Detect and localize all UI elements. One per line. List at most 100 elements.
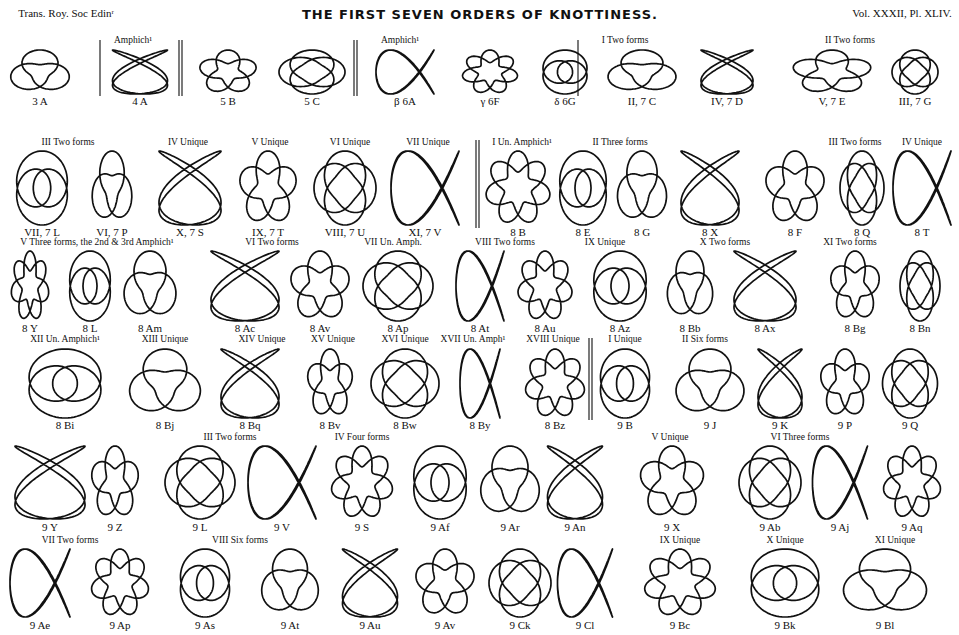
knot-figure: [766, 151, 824, 220]
knot-group: [10, 50, 951, 617]
group-heading: VI Two forms: [245, 238, 299, 248]
knot-figure: [844, 549, 927, 610]
knot-label: 9 Ap: [109, 620, 130, 631]
knot-figure: [211, 251, 279, 321]
knot-label: 9 As: [195, 620, 215, 631]
knot-figure: [343, 549, 398, 617]
group-heading: VIII Two forms: [475, 238, 535, 248]
knot-label: V, 7 E: [819, 96, 846, 107]
plate-reference: Vol. XXXII, Pl. XLIV.: [852, 8, 952, 19]
knot-label: 8 At: [471, 323, 490, 334]
knot-label: 5 B: [220, 96, 236, 107]
separator-line: [588, 338, 589, 420]
group-heading: III Two forms: [204, 433, 257, 443]
knot-figure: [130, 349, 201, 411]
knot-figure: [17, 151, 68, 225]
separator-line: [181, 40, 182, 96]
knot-figure: [892, 50, 938, 94]
group-heading: IV Four forms: [335, 433, 390, 443]
knot-figure: [391, 151, 459, 225]
group-heading: XIV Unique: [238, 335, 285, 345]
knot-figure: [262, 549, 319, 610]
knot-label: 9 Aj: [831, 522, 850, 533]
knot-figure: [92, 549, 149, 614]
knot-figure: [221, 349, 279, 418]
knot-figure: [200, 50, 256, 91]
knot-label: 9 Au: [359, 620, 380, 631]
knot-label: 9 At: [281, 620, 300, 631]
separator-line: [178, 40, 179, 96]
group-heading: III Two forms: [829, 138, 882, 148]
knot-label: 9 Y: [42, 522, 58, 533]
separator-line: [353, 40, 354, 96]
knot-label: 8 Av: [310, 323, 330, 334]
knot-label: 9 X: [664, 522, 680, 533]
knot-label: II, 7 C: [628, 96, 656, 107]
knot-label: 9 S: [355, 522, 369, 533]
knot-figure: [486, 151, 550, 222]
knot-label: 8 L: [83, 323, 98, 334]
knot-label: 8 Au: [534, 323, 555, 334]
knot-label: 9 Ae: [30, 620, 50, 631]
knot-figure: [751, 549, 819, 617]
knot-label: 9 Av: [435, 620, 455, 631]
knot-figure: [676, 349, 744, 411]
knot-label: 8 Bg: [844, 323, 865, 334]
knot-label: 8 Bv: [319, 420, 340, 431]
knot-figure: [840, 151, 884, 225]
knot-figure: [416, 549, 474, 613]
group-heading: V Unique: [651, 433, 688, 443]
knot-figure: [70, 251, 111, 321]
group-heading: XV Unique: [311, 335, 355, 345]
knot-label: 9 B: [617, 420, 633, 431]
knot-label: 9 Aq: [901, 522, 922, 533]
knot-label: δ 6G: [554, 96, 575, 107]
knot-figure: [893, 151, 951, 225]
separator-line: [591, 338, 592, 420]
knot-label: 9 J: [704, 420, 717, 431]
knot-figure: [701, 50, 753, 94]
knot-label: 8 Q: [854, 227, 870, 238]
separator-line: [577, 40, 578, 96]
knot-figure: [181, 549, 230, 617]
knot-figure: [618, 151, 667, 217]
plate-reference: Trans. Roy. Soc Edinʳ: [18, 8, 114, 19]
knot-label: XI, 7 V: [408, 227, 441, 238]
knot-figure: [739, 446, 801, 519]
knot-label: 8 Bw: [393, 420, 417, 431]
knot-label: 9 P: [838, 420, 852, 431]
knot-label: 8 Bn: [909, 323, 930, 334]
knot-label: 9 Ar: [500, 522, 519, 533]
knot-figure: [758, 349, 802, 418]
knot-figure: [526, 349, 585, 415]
knot-figure: [601, 349, 650, 418]
group-heading: IV Unique: [168, 138, 208, 148]
group-heading: II Three forms: [592, 138, 647, 148]
knot-figure: [456, 251, 504, 321]
knot-figure: [248, 446, 316, 519]
knot-label: 8 Bq: [239, 420, 260, 431]
group-heading: VI Unique: [330, 138, 370, 148]
knot-label: β 6A: [394, 96, 416, 107]
group-heading: Amphich¹: [114, 36, 152, 46]
knot-label: III, 7 G: [899, 96, 932, 107]
knot-label: IV, 7 D: [711, 96, 743, 107]
group-heading: III Two forms: [42, 138, 95, 148]
group-heading: I Unique: [608, 335, 642, 345]
knot-label: 8 Ax: [754, 323, 775, 334]
group-heading: VI Three forms: [771, 433, 830, 443]
knot-label: 9 Z: [108, 522, 123, 533]
knot-figure: [594, 251, 646, 321]
knot-figure: [376, 50, 434, 94]
knot-figure: [314, 151, 376, 225]
knot-figure: [734, 251, 796, 321]
knot-label: 8 Bi: [56, 420, 75, 431]
group-heading: IX Unique: [660, 536, 700, 546]
knot-figure: [793, 50, 870, 91]
knot-label: 9 L: [193, 522, 208, 533]
knot-label: 3 A: [32, 96, 48, 107]
group-heading: IV Unique: [902, 138, 942, 148]
knot-label: 9 Ck: [509, 620, 530, 631]
group-heading: XII Un. Amphich¹: [30, 335, 100, 345]
knot-label: 8 Ap: [387, 323, 408, 334]
